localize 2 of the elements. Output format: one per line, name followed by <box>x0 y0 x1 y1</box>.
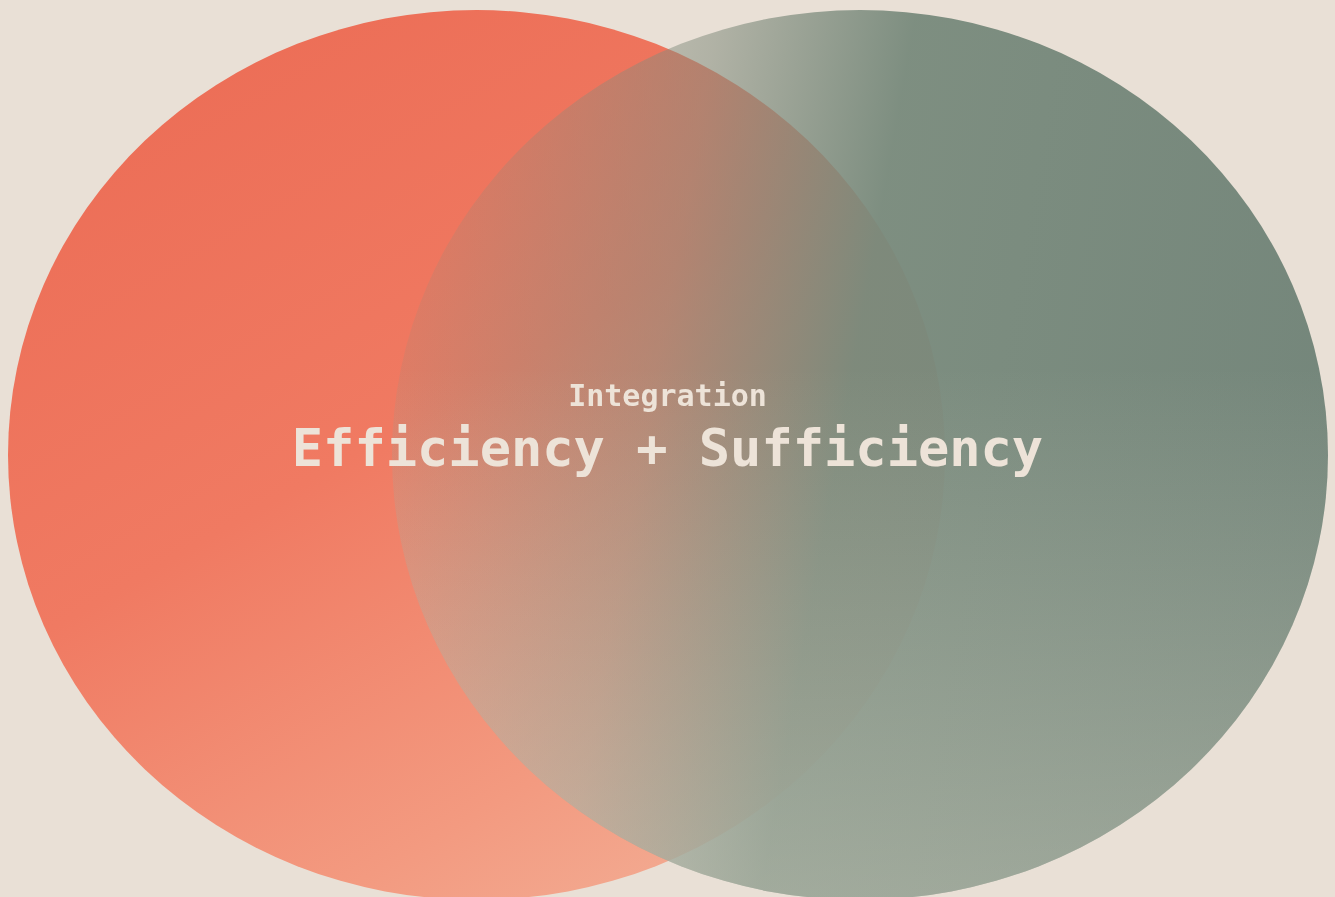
heading: Efficiency + Sufficiency <box>291 418 1044 478</box>
subheading: Integration <box>568 378 767 413</box>
